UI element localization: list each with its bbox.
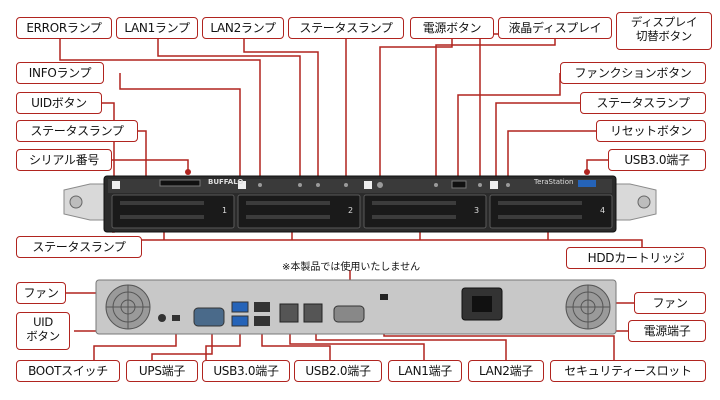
label-fan-right: ファン: [634, 292, 706, 314]
label-boot-switch: BOOTスイッチ: [16, 360, 120, 382]
model-name: TeraStation: [534, 178, 574, 186]
label-power-port: 電源端子: [628, 320, 706, 342]
label-usb30-port-rear: USB3.0端子: [202, 360, 290, 382]
label-usb30-port-front: USB3.0端子: [608, 149, 706, 171]
label-reset-button: リセットボタン: [596, 120, 706, 142]
label-status-lamp-top: ステータスランプ: [288, 17, 404, 39]
label-rear-uid-button: UID ボタン: [16, 312, 70, 350]
label-status-lamp-left: ステータスランプ: [16, 120, 138, 142]
brand-logo: BUFFALO: [208, 178, 244, 186]
bay-number-3: 3: [474, 206, 480, 215]
rear-note: ※本製品では使用いたしません: [282, 262, 421, 273]
label-hdd-cartridge: HDDカートリッジ: [566, 247, 706, 269]
label-rear-uid-line2: ボタン: [26, 329, 60, 343]
label-lan2-lamp: LAN2ランプ: [202, 17, 284, 39]
label-display-switch-line1: ディスプレイ: [630, 15, 698, 29]
label-error-lamp: ERRORランプ: [16, 17, 112, 39]
bay-number-2: 2: [348, 206, 354, 215]
bay-number-4: 4: [600, 206, 606, 215]
label-fan-left: ファン: [16, 282, 66, 304]
label-rear-uid-line1: UID: [33, 315, 53, 329]
label-power-button: 電源ボタン: [410, 17, 494, 39]
label-security-slot: セキュリティースロット: [550, 360, 706, 382]
label-display-switch-line2: 切替ボタン: [636, 29, 692, 43]
label-status-lamp-bottom: ステータスランプ: [16, 236, 142, 258]
label-display-switch-button: ディスプレイ 切替ボタン: [616, 12, 712, 50]
label-lan2-port: LAN2端子: [468, 360, 544, 382]
label-ups-port: UPS端子: [126, 360, 198, 382]
label-usb20-port: USB2.0端子: [294, 360, 382, 382]
label-info-lamp: INFOランプ: [16, 62, 104, 84]
label-lan1-lamp: LAN1ランプ: [116, 17, 198, 39]
bay-number-1: 1: [222, 206, 228, 215]
label-lan1-port: LAN1端子: [388, 360, 462, 382]
label-lcd-display: 液晶ディスプレイ: [498, 17, 612, 39]
label-serial-number: シリアル番号: [16, 149, 112, 171]
label-function-button: ファンクションボタン: [560, 62, 706, 84]
label-uid-button: UIDボタン: [16, 92, 102, 114]
label-status-lamp-right: ステータスランプ: [580, 92, 706, 114]
